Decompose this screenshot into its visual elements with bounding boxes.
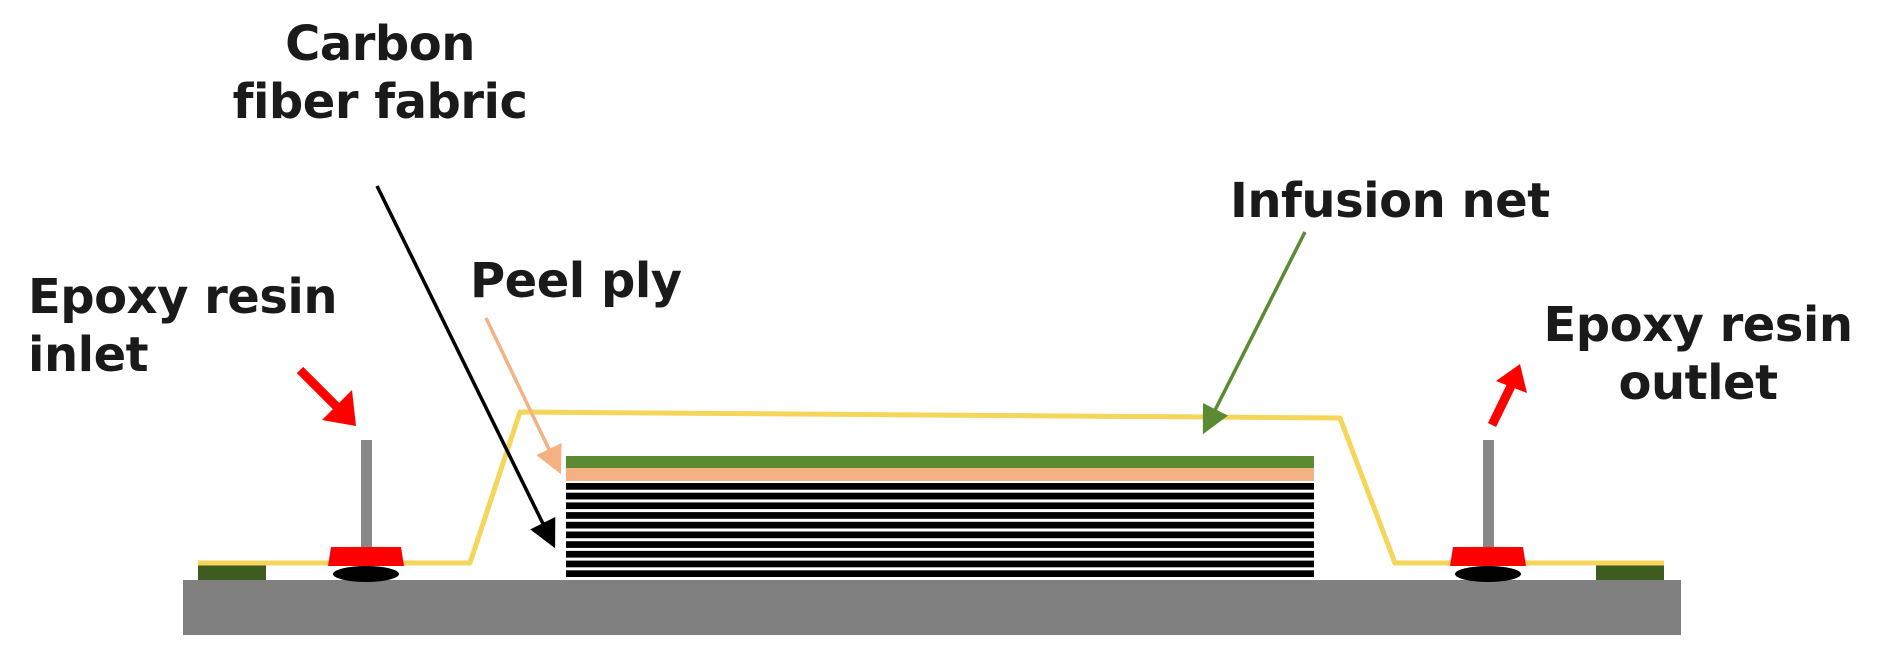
sealant-tape-right [1596, 563, 1664, 580]
carbon-fiber-layer [566, 502, 1314, 510]
inlet-port-base [333, 566, 399, 582]
carbon-fiber-layer [566, 512, 1314, 519]
epoxy-resin-inlet-label: Epoxy resin inlet [28, 268, 338, 384]
outlet-port-tube [1483, 440, 1494, 547]
inlet-port-seal [328, 547, 404, 566]
outlet-label-line2: outlet [1618, 355, 1778, 411]
carbon-fiber-layer [566, 560, 1314, 568]
outlet-flow-arrow [1487, 364, 1527, 427]
carbon-fiber-layer [566, 492, 1314, 500]
infusion-net-label: Infusion net [1230, 173, 1550, 229]
vacuum-bag-film [198, 409, 1664, 566]
peel-ply-layer [566, 468, 1314, 481]
peel-ply-pointer [484, 317, 562, 475]
base-plate [183, 580, 1681, 635]
carbon-fiber-label-line1: Carbon [285, 16, 475, 72]
sealant-tape-left [198, 563, 266, 580]
outlet-port-base [1455, 566, 1521, 582]
carbon-fiber-layer [566, 521, 1314, 529]
epoxy-resin-outlet-label: Epoxy resin outlet [1528, 296, 1868, 412]
outlet-label-line1: Epoxy resin [1543, 297, 1853, 353]
inlet-port-tube [361, 440, 372, 547]
carbon-fiber-layer [566, 483, 1314, 490]
inlet-flow-arrow [296, 366, 356, 426]
carbon-fiber-fabric-label: Carbon fiber fabric [215, 15, 545, 131]
carbon-fiber-fabric-stack [566, 483, 1314, 577]
infusion-net-layer [566, 456, 1314, 468]
carbon-fiber-pointer [375, 185, 556, 549]
carbon-fiber-layer [566, 531, 1314, 539]
inlet-label-line1: Epoxy resin [28, 269, 338, 325]
carbon-fiber-layer [566, 541, 1314, 548]
inlet-label-line2: inlet [28, 327, 149, 383]
infusion-net-pointer [1202, 231, 1307, 435]
carbon-fiber-label-line2: fiber fabric [232, 74, 528, 130]
carbon-fiber-layer [566, 570, 1314, 577]
carbon-fiber-layer [566, 550, 1314, 558]
peel-ply-label: Peel ply [470, 253, 682, 309]
outlet-port-seal [1450, 547, 1526, 566]
